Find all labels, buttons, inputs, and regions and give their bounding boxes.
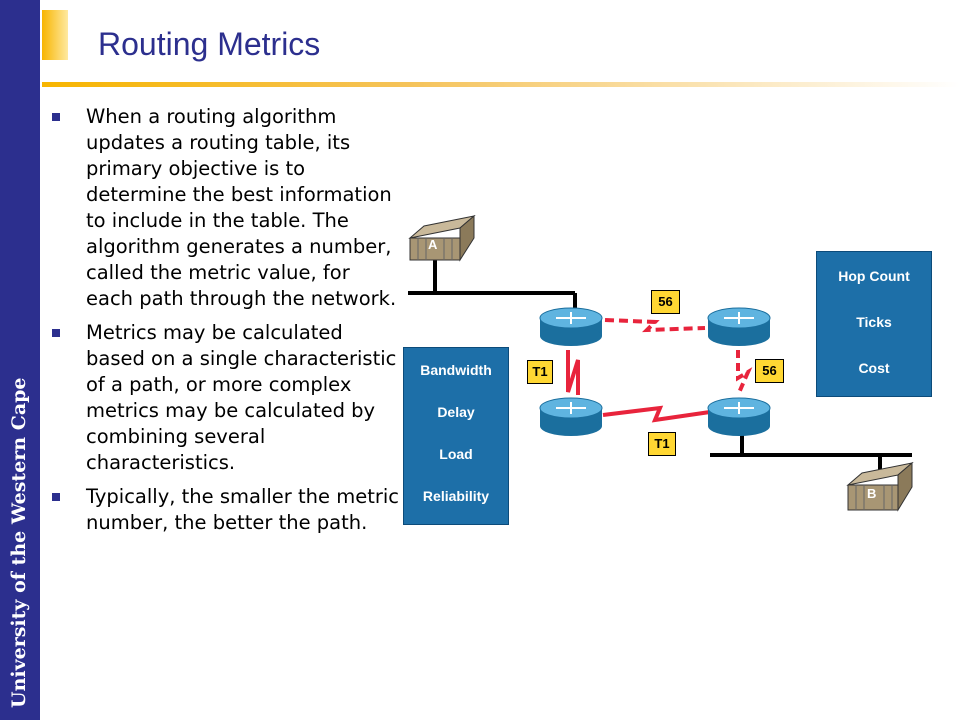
router-bottom-left-icon	[539, 397, 603, 436]
bullet-icon	[52, 113, 60, 121]
metric-bandwidth: Bandwidth	[420, 362, 492, 378]
metric-cost: Cost	[858, 360, 890, 376]
host-a-label: A	[428, 237, 438, 252]
link-56-right	[736, 350, 753, 396]
slide-title: Routing Metrics	[98, 26, 321, 62]
link-label-bottom: T1	[648, 432, 676, 456]
title-accent	[42, 10, 68, 60]
link-t1-left	[566, 350, 580, 395]
metric-reliability: Reliability	[422, 488, 490, 504]
link-label-right: 56	[755, 359, 784, 383]
bullet-icon	[52, 493, 60, 501]
sidebar: University of the Western Cape	[0, 0, 40, 720]
link-t1-bottom	[602, 405, 711, 423]
title-rule	[42, 82, 960, 87]
sidebar-text: University of the Western Cape	[8, 377, 30, 708]
metric-hop-count: Hop Count	[838, 268, 910, 284]
metric-delay: Delay	[437, 404, 475, 420]
metrics-box-right: Hop Count Ticks Cost	[816, 251, 932, 397]
bullet-icon	[52, 329, 60, 337]
metric-load: Load	[439, 446, 473, 462]
server-b-icon	[846, 461, 914, 512]
metric-ticks: Ticks	[856, 314, 892, 330]
link-label-top: 56	[651, 290, 680, 314]
bullet-item: Typically, the smaller the metric number…	[52, 484, 402, 536]
host-b-label: B	[867, 486, 877, 501]
router-top-left-icon	[539, 307, 603, 346]
router-bottom-right-icon	[707, 397, 771, 436]
metrics-box-left: Bandwidth Delay Load Reliability	[403, 347, 509, 525]
bullet-item: When a routing algorithm updates a routi…	[52, 104, 402, 312]
link-label-left: T1	[527, 360, 553, 384]
bullet-item: Metrics may be calculated based on a sin…	[52, 320, 402, 476]
server-a-icon	[408, 214, 476, 262]
bullet-list: When a routing algorithm updates a routi…	[52, 104, 402, 544]
link-56-top	[604, 318, 706, 333]
router-top-right-icon	[707, 307, 771, 346]
